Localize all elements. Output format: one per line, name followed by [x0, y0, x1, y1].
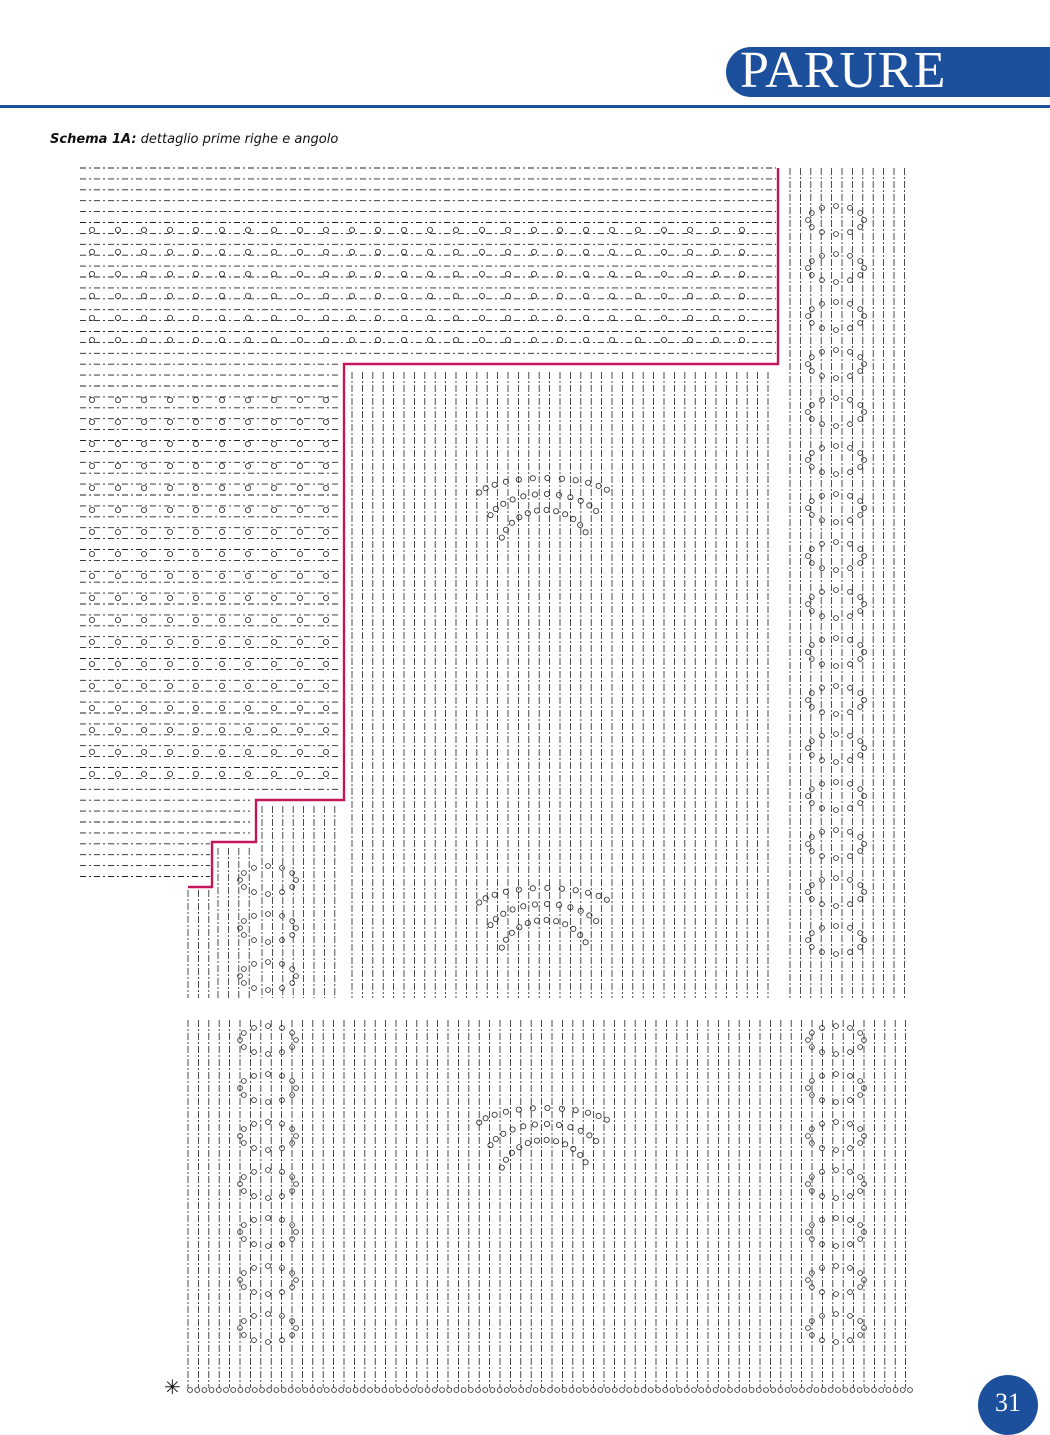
page-number: 31 — [995, 1388, 1021, 1417]
section-title: PARURE — [740, 42, 947, 99]
header-band — [726, 47, 1050, 97]
caption-label: Schema 1A: — [50, 132, 137, 147]
caption-text: dettaglio prime righe e angolo — [136, 132, 339, 147]
header-rule — [0, 105, 1050, 108]
chart-caption: Schema 1A: dettaglio prime righe e angol… — [50, 132, 338, 152]
asterisk-icon: ✳ — [164, 1375, 181, 1399]
